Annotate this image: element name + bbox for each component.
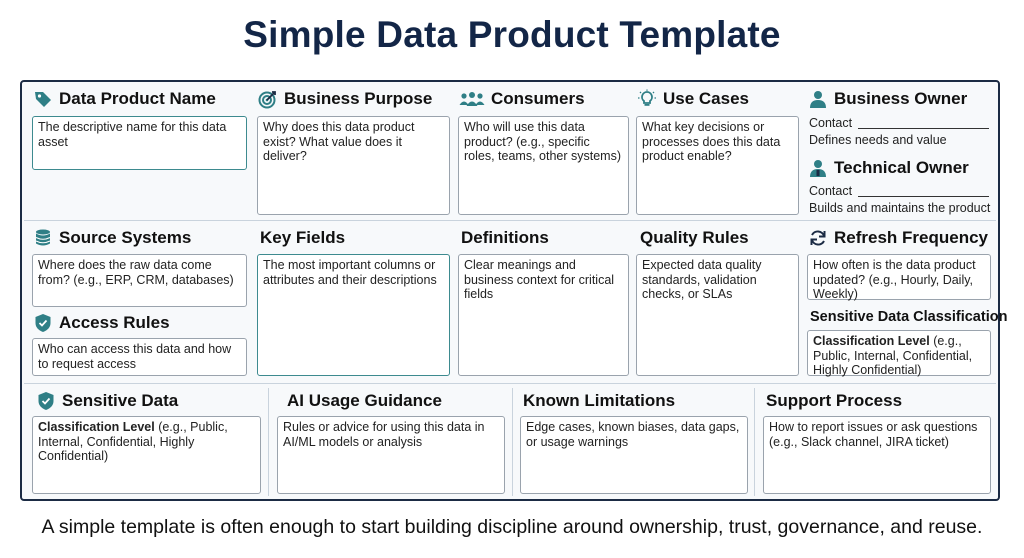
business-purpose-field[interactable]: Why does this data product exist? What v…	[257, 116, 450, 215]
refresh-frequency-field[interactable]: How often is the data product updated? (…	[807, 254, 991, 301]
quality-rules-field[interactable]: Expected data quality standards, validat…	[636, 254, 799, 376]
sensitive-data-classification-label: Classification Level	[38, 420, 155, 434]
classification-level-label: Classification Level	[813, 334, 930, 348]
tech-person-icon	[808, 158, 828, 178]
source-systems-field[interactable]: Where does the raw data come from? (e.g.…	[32, 254, 247, 307]
refresh-frequency-label: Refresh Frequency	[834, 228, 988, 247]
business-purpose-header: Business Purpose	[258, 89, 432, 109]
use-cases-label: Use Cases	[663, 89, 750, 108]
support-process-label: Support Process	[766, 391, 903, 410]
sensitive-data-field[interactable]: Classification Level (e.g., Public, Inte…	[32, 416, 261, 494]
row-divider-1	[24, 220, 996, 221]
business-owner-contact-input[interactable]	[858, 128, 989, 129]
known-limitations-header: Known Limitations	[523, 391, 675, 411]
use-cases-header: Use Cases	[637, 89, 749, 109]
classification-level-text: (e.g., Public, Internal, Confidential, H…	[813, 334, 973, 377]
shield-icon	[36, 391, 56, 411]
business-purpose-label: Business Purpose	[284, 89, 433, 108]
consumers-header: Consumers	[459, 89, 585, 109]
sensitive-classification-field[interactable]: Classification Level (e.g., Public, Inte…	[807, 330, 991, 377]
use-cases-field[interactable]: What key decisions or processes does thi…	[636, 116, 799, 215]
column-divider-2	[512, 388, 513, 496]
data-product-name-field[interactable]: The descriptive name for this data asset	[32, 116, 247, 170]
support-process-header: Support Process	[766, 391, 902, 411]
ai-usage-label: AI Usage Guidance	[287, 391, 442, 410]
key-fields-field[interactable]: The most important columns or attributes…	[257, 254, 450, 376]
sensitive-data-classification-text: (e.g., Public, Internal, Confidential, H…	[38, 420, 228, 463]
quality-rules-label: Quality Rules	[640, 228, 749, 247]
row-divider-2	[24, 383, 996, 384]
definitions-header: Definitions	[461, 228, 549, 248]
technical-owner-label: Technical Owner	[834, 158, 969, 177]
support-process-field[interactable]: How to report issues or ask questions (e…	[763, 416, 991, 494]
person-icon	[808, 89, 828, 109]
technical-owner-desc: Builds and maintains the product	[809, 201, 991, 215]
data-product-name-label: Data Product Name	[59, 89, 216, 108]
key-fields-label: Key Fields	[260, 228, 346, 247]
access-rules-field[interactable]: Who can access this data and how to requ…	[32, 338, 247, 376]
sensitive-data-label: Sensitive Data	[62, 391, 179, 410]
data-product-name-header: Data Product Name	[33, 89, 216, 109]
sensitive-classification-header: Sensitive Data Classification	[810, 309, 1007, 325]
refresh-icon	[808, 228, 828, 248]
column-divider-1	[268, 388, 269, 496]
lightbulb-icon	[637, 89, 657, 109]
business-owner-contact-label: Contact	[809, 116, 853, 130]
known-limitations-label: Known Limitations	[523, 391, 676, 410]
refresh-frequency-header: Refresh Frequency	[808, 228, 988, 248]
known-limitations-field[interactable]: Edge cases, known biases, data gaps, or …	[520, 416, 748, 494]
access-rules-label: Access Rules	[59, 313, 170, 332]
target-icon	[258, 89, 278, 109]
consumers-field[interactable]: Who will use this data product? (e.g., s…	[458, 116, 629, 215]
consumers-label: Consumers	[491, 89, 585, 108]
technical-owner-contact-input[interactable]	[858, 196, 989, 197]
technical-owner-header: Technical Owner	[808, 158, 969, 178]
ai-usage-field[interactable]: Rules or advice for using this data in A…	[277, 416, 505, 494]
business-owner-header: Business Owner	[808, 89, 967, 109]
key-fields-header: Key Fields	[260, 228, 345, 248]
business-owner-label: Business Owner	[834, 89, 968, 108]
shield-icon	[33, 313, 53, 333]
source-systems-label: Source Systems	[59, 228, 192, 247]
users-icon	[459, 89, 485, 109]
sensitive-classification-label: Sensitive Data Classification	[810, 309, 1008, 325]
definitions-field[interactable]: Clear meanings and business context for …	[458, 254, 629, 376]
footer-caption: A simple template is often enough to sta…	[41, 516, 983, 538]
sensitive-data-header: Sensitive Data	[36, 391, 178, 411]
quality-rules-header: Quality Rules	[640, 228, 749, 248]
ai-usage-header: AI Usage Guidance	[287, 391, 442, 411]
business-owner-desc: Defines needs and value	[809, 133, 947, 147]
column-divider-3	[754, 388, 755, 496]
source-systems-header: Source Systems	[33, 228, 191, 248]
tag-icon	[33, 89, 53, 109]
technical-owner-contact-label: Contact	[809, 184, 853, 198]
definitions-label: Definitions	[461, 228, 549, 247]
access-rules-header: Access Rules	[33, 313, 170, 333]
database-icon	[33, 228, 53, 248]
page-title: Simple Data Product Template	[243, 14, 781, 55]
